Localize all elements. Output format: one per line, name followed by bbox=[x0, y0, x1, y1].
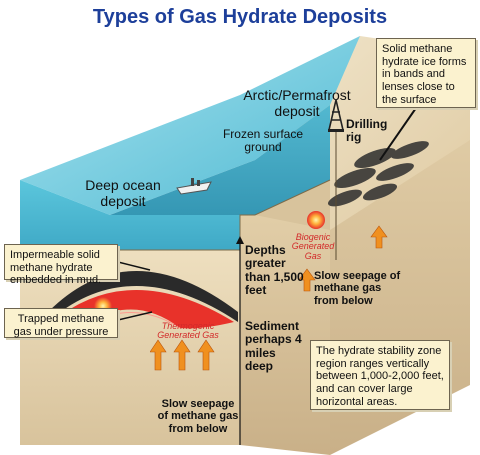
ocean-surface bbox=[20, 36, 360, 215]
depths-label: Depths greater than 1,500 feet bbox=[245, 243, 304, 298]
water-side-face bbox=[110, 105, 330, 215]
seepage-arrow-icon bbox=[298, 268, 316, 292]
impermeable-callout: Impermeable solid methane hydrate embedd… bbox=[4, 244, 118, 286]
seepage-arrow-icon bbox=[150, 339, 167, 371]
diagram-title: Types of Gas Hydrate Deposits bbox=[92, 6, 388, 28]
solid-methane-leader bbox=[379, 107, 417, 161]
frozen-ground-label: Frozen surface ground bbox=[222, 127, 304, 155]
seepage-arrow-icon bbox=[370, 225, 388, 249]
arctic-label: Arctic/Permafrost deposit bbox=[243, 87, 351, 119]
thermogenic-label: Thermogenic Generated Gas bbox=[157, 321, 219, 341]
solid-methane-callout: Solid methane hydrate ice forms in bands… bbox=[376, 38, 476, 108]
drilling-rig-icon bbox=[328, 100, 344, 132]
seepage-arrow-icon bbox=[173, 339, 191, 371]
ship-icon bbox=[176, 178, 212, 195]
drilling-rig-label: Drilling rig bbox=[346, 117, 388, 145]
trapped-gas-callout: Trapped methane gas under pressure bbox=[4, 308, 118, 338]
seepage-arrow-icon bbox=[197, 339, 215, 371]
seepage-right-label: Slow seepage of methane gas from below bbox=[314, 270, 401, 307]
gas-bubble-icon bbox=[307, 211, 325, 229]
hydrate-layer bbox=[48, 271, 238, 322]
stability-zone-callout: The hydrate stability zone region ranges… bbox=[310, 340, 450, 410]
seepage-bottom-label: Slow seepage of methane gas from below bbox=[157, 398, 239, 435]
seepage-arrows-bottom bbox=[150, 339, 215, 371]
biogenic-label: Biogenic Generated Gas bbox=[291, 232, 335, 261]
deep-ocean-label: Deep ocean deposit bbox=[85, 177, 161, 209]
sediment-label: Sediment perhaps 4 miles deep bbox=[245, 319, 302, 374]
step-sediment-face bbox=[240, 180, 330, 455]
